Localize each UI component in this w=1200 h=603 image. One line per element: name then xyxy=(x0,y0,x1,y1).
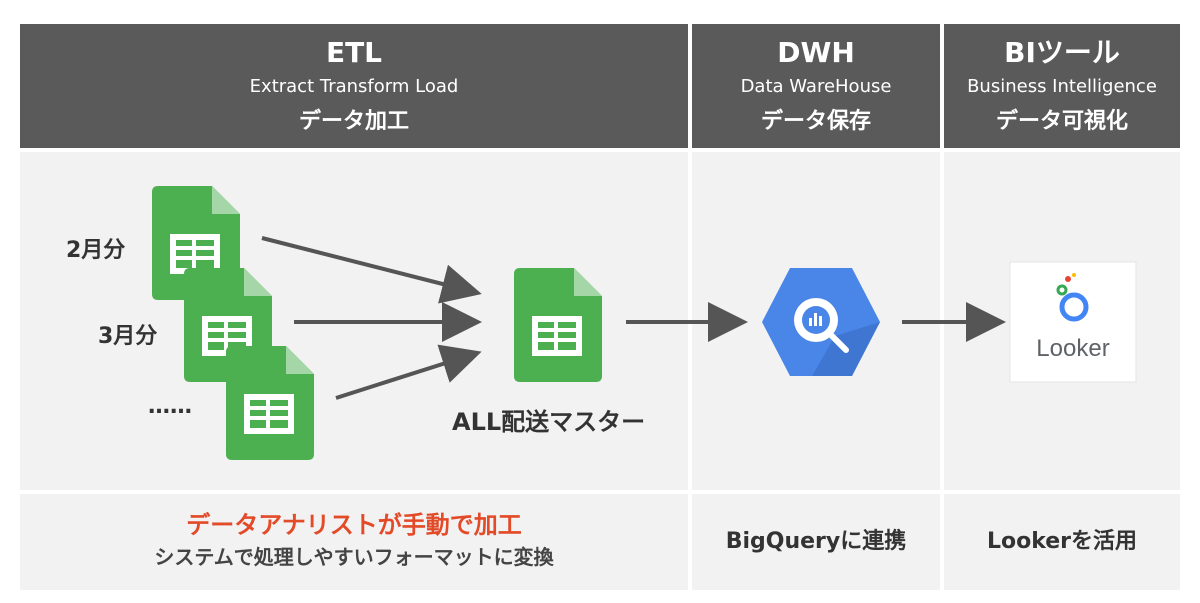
source-label-mar: 3月分 xyxy=(98,324,158,349)
source-label-feb: 2月分 xyxy=(66,238,126,263)
looker-logo-text: Looker xyxy=(1036,335,1109,362)
sheet-icon-master xyxy=(514,268,602,382)
source-label-more: …… xyxy=(148,394,192,419)
footer-bi: Lookerを活用 xyxy=(944,494,1180,590)
footer-dwh-text: BigQueryに連携 xyxy=(725,529,907,554)
etl-jp: データ加工 xyxy=(298,109,409,134)
footer-etl-main: データアナリストが手動で加工 xyxy=(186,511,522,539)
arrow-icon xyxy=(261,236,482,304)
bigquery-icon xyxy=(762,268,880,376)
footer-etl-sub: システムで処理しやすいフォーマットに変換 xyxy=(154,545,554,569)
header-bi: BIツール Business Intelligence データ可視化 xyxy=(944,24,1180,148)
arrow-icon xyxy=(335,344,482,400)
bi-title: BIツール xyxy=(1004,36,1120,69)
etl-title: ETL xyxy=(325,36,383,69)
bi-subtitle: Business Intelligence xyxy=(967,76,1157,97)
sheet-icon-more xyxy=(226,346,314,460)
bi-jp: データ可視化 xyxy=(995,109,1128,134)
dwh-subtitle: Data WareHouse xyxy=(740,76,892,97)
dwh-jp: データ保存 xyxy=(760,109,871,134)
header-etl: ETL Extract Transform Load データ加工 xyxy=(20,24,688,148)
looker-icon xyxy=(1009,261,1137,383)
etl-subtitle: Extract Transform Load xyxy=(249,76,459,97)
footer-dwh: BigQueryに連携 xyxy=(692,494,940,590)
master-label: ALL配送マスター xyxy=(452,408,646,436)
dwh-title: DWH xyxy=(777,36,855,69)
footer-etl: データアナリストが手動で加工 システムで処理しやすいフォーマットに変換 xyxy=(20,494,688,590)
footer-bi-text: Lookerを活用 xyxy=(986,529,1138,554)
header-dwh: DWH Data WareHouse データ保存 xyxy=(692,24,940,148)
